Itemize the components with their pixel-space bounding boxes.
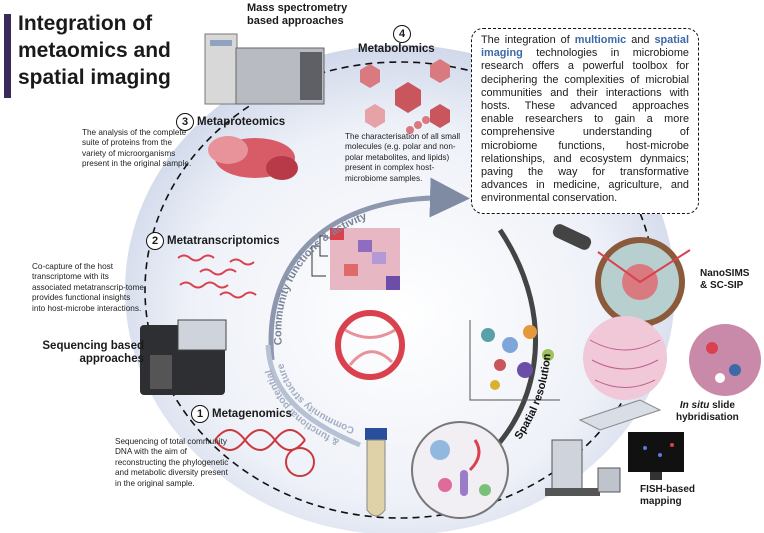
metabolomics-header: Metabolomics	[358, 43, 435, 55]
mass-spectrometer-icon	[204, 33, 325, 105]
metabolomics-number: 4	[393, 25, 411, 43]
metatranscriptomics-number: 2	[146, 232, 164, 250]
metaproteomics-description: The analysis of the complete suite of pr…	[82, 128, 192, 169]
metagenomics-number: 1	[191, 405, 209, 423]
microscope-slide-icon	[578, 399, 662, 431]
summary-highlight-multiomic: multiomic	[574, 34, 627, 46]
rna-transcripts-icon	[177, 254, 257, 299]
summary-highlight-spatial: spatial imaging	[481, 34, 689, 60]
sequencer-icon	[140, 319, 227, 395]
metatranscriptomics-description: Co-capture of the host transcriptome wit…	[32, 262, 144, 313]
metaproteomics-number: 3	[176, 113, 194, 131]
protein-structure-icon	[208, 136, 298, 180]
mass-spec-header: Mass spectrometry based approaches	[247, 2, 348, 27]
cluster-scatter-icon	[469, 320, 560, 401]
metagenomics-header: Metagenomics	[212, 408, 292, 420]
summary-text-1: The integration of	[481, 34, 575, 46]
fluorescence-microscope-icon	[545, 439, 621, 496]
metabolomics-description: The characterisation of all small molecu…	[345, 132, 461, 183]
summary-textbox: The integration of multiomic and spatial…	[471, 28, 699, 214]
title-accent-bar	[4, 14, 11, 98]
insitu-label: In situ slide hybridisation	[676, 400, 739, 424]
chord-diagram-icon	[335, 310, 405, 380]
structure-arc	[265, 344, 361, 448]
summary-text-3: technologies in microbiome research offe…	[481, 47, 689, 205]
metaproteomics-header: Metaproteomics	[197, 116, 286, 128]
dna-helix-icon	[214, 429, 315, 477]
heatmap-icon	[311, 228, 400, 290]
insitu-label-rest: slide hybridisation	[676, 400, 739, 423]
insitu-label-italic: In situ	[679, 400, 710, 411]
sequencing-header: Sequencing based approaches	[42, 340, 144, 365]
functions-arc	[268, 177, 470, 361]
metagenomics-description: Sequencing of total community DNA with t…	[115, 437, 229, 488]
sample-tube-icon	[365, 428, 387, 517]
summary-text-2: and	[626, 34, 655, 46]
nanosims-label: NanoSIMS & SC-SIP	[700, 268, 750, 291]
hybridisation-mosaic-icon	[689, 324, 761, 396]
nanosims-probe-icon	[552, 224, 691, 327]
tissue-section-icon	[583, 316, 667, 400]
metatranscriptomics-header: Metatranscriptomics	[167, 235, 280, 247]
monitor-icon	[628, 432, 684, 480]
fish-label: FISH-based mapping	[640, 484, 696, 507]
metabolite-molecules-icon	[360, 59, 450, 134]
microbes-magnified-icon	[411, 421, 509, 519]
page-title: Integration of metaomics and spatial ima…	[18, 12, 171, 89]
